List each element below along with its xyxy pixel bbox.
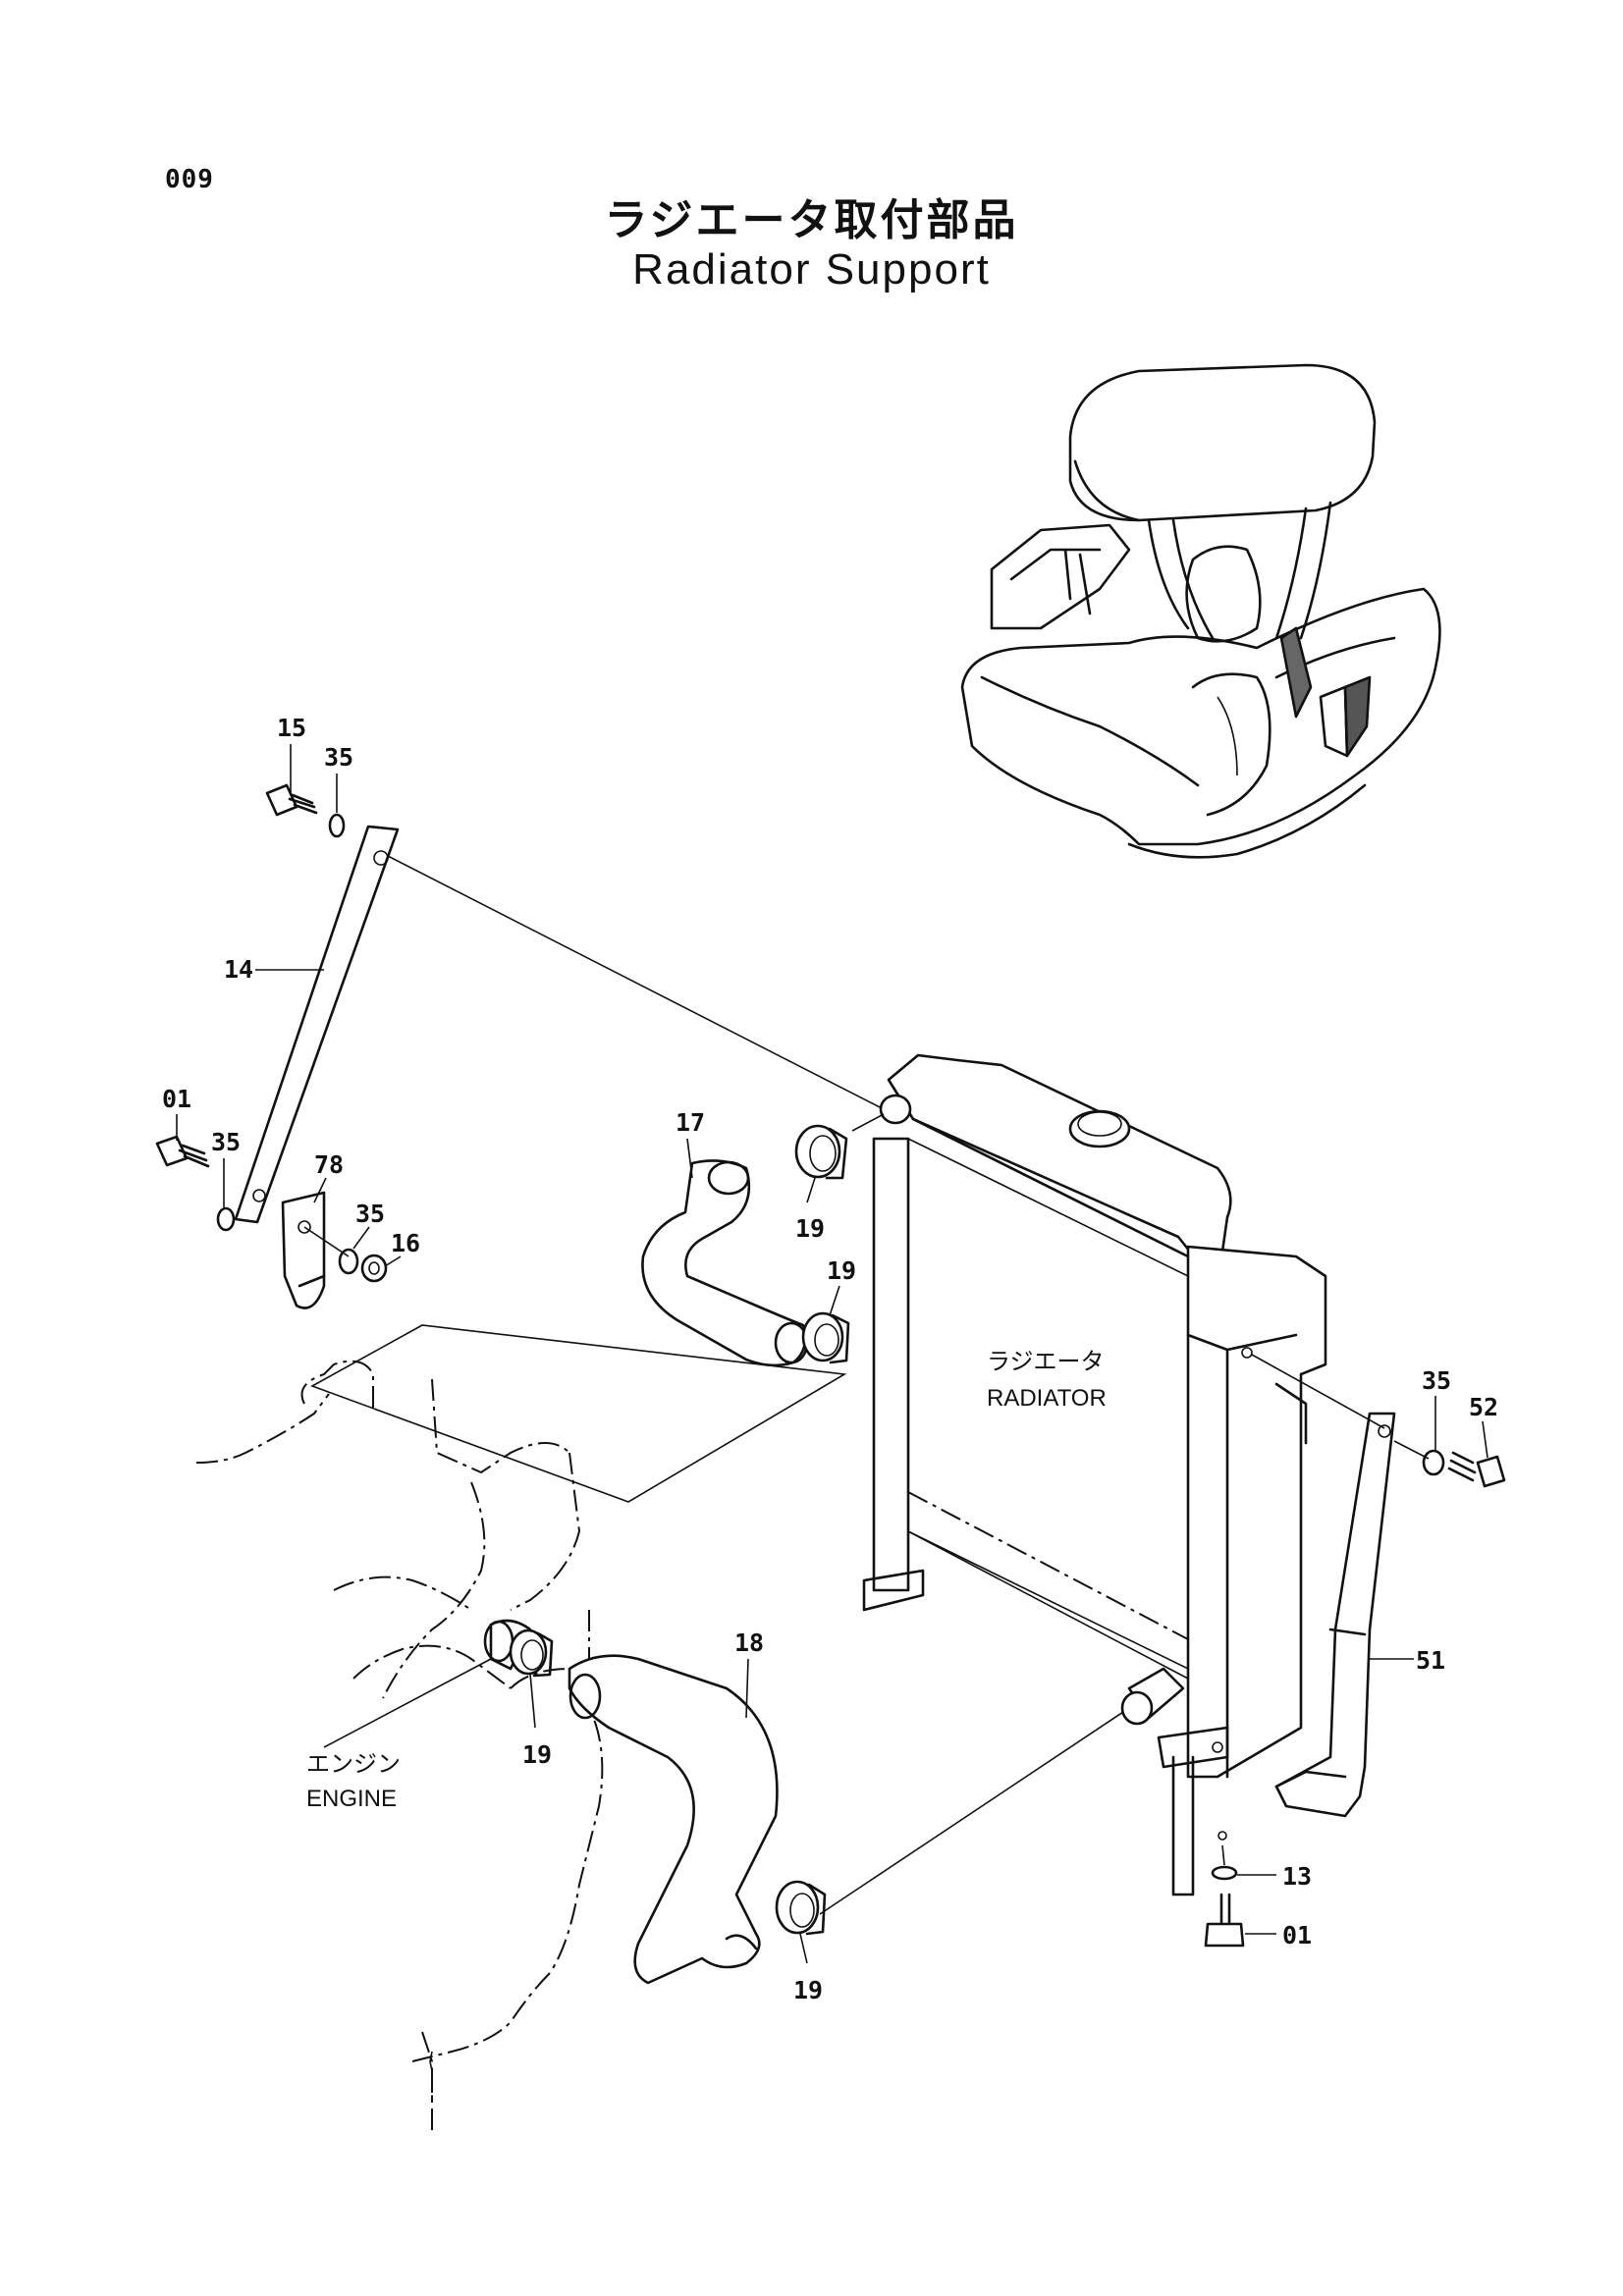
callout-18: 18 [734,1629,764,1657]
callout-19-mid: 19 [827,1256,856,1285]
engine-label-jp: エンジン [306,1751,401,1778]
hose-clamp-19-engine [509,1629,554,1678]
leader-lines [176,744,1488,1964]
callout-35-right: 35 [1422,1366,1451,1395]
callout-51: 51 [1416,1646,1445,1675]
support-stay-14 [234,825,885,1224]
callout-78: 78 [314,1150,344,1179]
callout-35-top: 35 [324,743,353,772]
page-number: 009 [165,165,214,194]
bracket-78 [281,1191,326,1309]
engine-label-en: ENGINE [306,1786,397,1812]
side-stay-51 [1251,1354,1396,1818]
callout-19-bottom: 19 [793,1976,823,2004]
bolt-15 [265,783,318,817]
callout-16: 16 [391,1229,420,1257]
title-japanese: ラジエータ取付部品 [604,195,1019,245]
washer-35-left [216,1206,236,1232]
callout-14: 14 [224,955,253,984]
bolt-52 [1447,1451,1506,1488]
lower-hose-18 [568,1654,779,1985]
washer-35-bracket [338,1248,359,1275]
callout-13: 13 [1282,1862,1312,1891]
hose-clamp-19-bottom [775,1880,827,1936]
callout-01-left: 01 [162,1085,191,1113]
callout-35-bracket: 35 [355,1200,385,1228]
washer-35-right [1422,1449,1445,1476]
hose-clamp-19-mid [801,1311,850,1364]
callout-19-engine: 19 [522,1740,552,1769]
hose-clamp-19-top [794,1124,848,1180]
callout-17: 17 [676,1108,705,1137]
washer-35-top [328,813,346,838]
bolt-01-bottom [1204,1893,1245,1948]
radiator-label-en: RADIATOR [987,1385,1107,1412]
callout-01-bottom: 01 [1282,1921,1312,1949]
upper-hose-17 [641,1159,809,1367]
callout-52: 52 [1469,1393,1498,1421]
washer-13 [1211,1865,1238,1881]
radiator-assembly: ラジエータ RADIATOR [851,1053,1327,1896]
title-english: Radiator Support [632,245,991,294]
machine-overview-illustration [960,363,1441,859]
radiator-label-jp: ラジエータ [987,1349,1105,1375]
callout-35-left: 35 [211,1128,241,1156]
bolt-01-left [155,1135,210,1168]
nut-16 [360,1254,388,1283]
callout-15: 15 [277,714,306,742]
callout-19-top: 19 [795,1214,825,1243]
